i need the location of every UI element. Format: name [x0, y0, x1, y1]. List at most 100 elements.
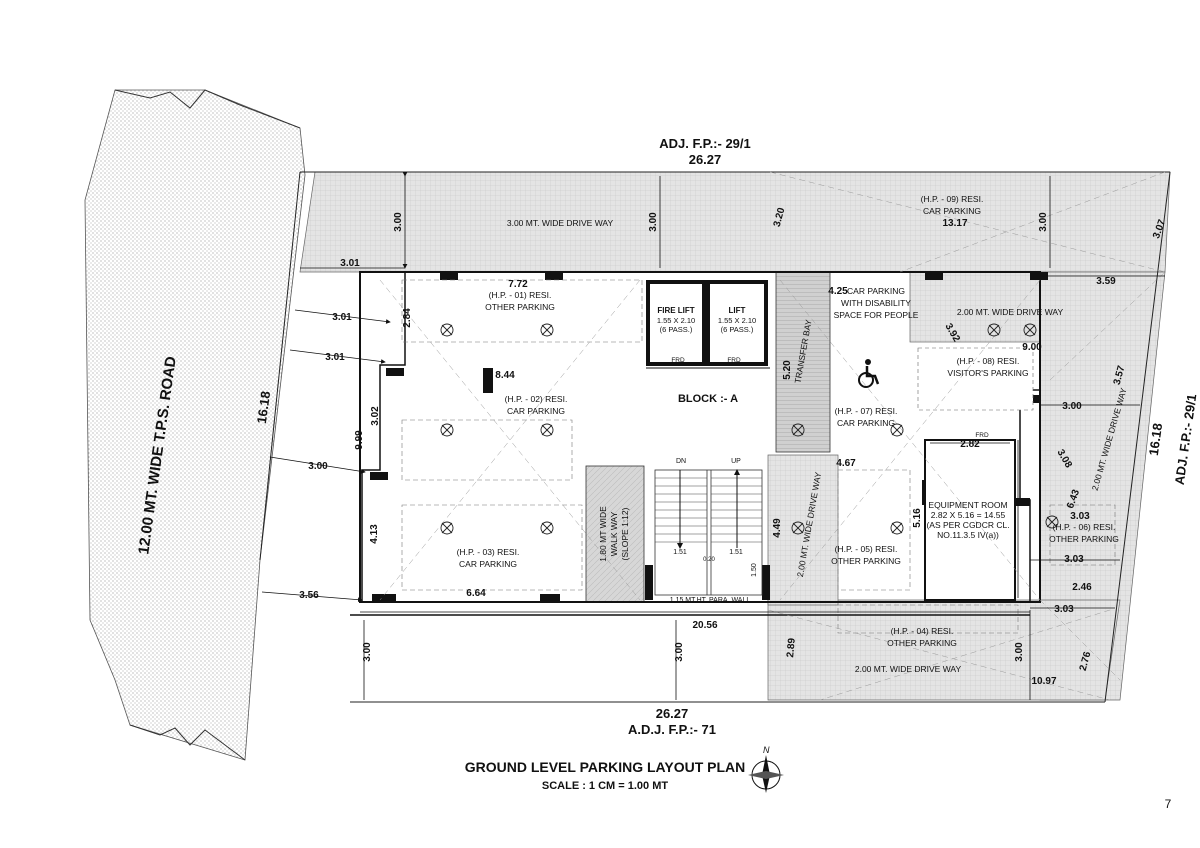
driveway-south-label: 2.00 MT. WIDE DRIVE WAY — [855, 664, 962, 674]
dim-3-00-c: 3.00 — [1038, 212, 1049, 232]
dim-9-99: 9.99 — [354, 430, 365, 450]
hp01-line1: (H.P. - 01) RESI. — [489, 290, 552, 300]
dim-5-20: 5.20 — [782, 360, 793, 380]
disability-line1: CAR PARKING — [847, 286, 905, 296]
column — [386, 368, 404, 376]
hp02-line1: (H.P. - 02) RESI. — [505, 394, 568, 404]
hp07-line1: (H.P. - 07) RESI. — [835, 406, 898, 416]
fire-lift-frd: FRD — [671, 357, 685, 364]
equipment-frd: FRD — [975, 432, 989, 439]
hp08-line2: VISITOR'S PARKING — [947, 368, 1028, 378]
transfer-bay-area — [775, 271, 831, 453]
column — [370, 472, 388, 480]
column — [645, 565, 653, 600]
dim-1-51-b: 1.51 — [729, 549, 743, 556]
adjacent-east: ADJ. F.P.:- 29/1 — [1172, 393, 1200, 486]
hp03-line2: CAR PARKING — [459, 559, 517, 569]
dim-3-03-a: 3.03 — [1070, 511, 1090, 522]
column — [372, 594, 396, 602]
column-marker-icon — [440, 521, 454, 535]
dim-line — [269, 456, 366, 474]
dim-3-57: 3.57 — [1112, 364, 1128, 386]
dim-2-46: 2.46 — [1072, 582, 1092, 593]
hp05-line2: OTHER PARKING — [831, 556, 901, 566]
middle-driveway-area — [767, 454, 839, 606]
left-depth-dimension: 16.18 — [254, 390, 273, 424]
stall-outline — [1049, 504, 1116, 566]
column-markers — [440, 323, 1059, 535]
lift-line3: (6 PASS.) — [721, 325, 754, 334]
dim-line — [261, 591, 363, 603]
stall-outline — [837, 469, 911, 591]
west-wall-stepped — [361, 272, 406, 602]
column-marker-icon — [890, 521, 904, 535]
fire-lift-shaft — [646, 280, 706, 366]
fire-lift-line1: FIRE LIFT — [657, 306, 694, 315]
dim-3-56: 3.56 — [299, 590, 319, 601]
dim-3-20: 3.20 — [772, 206, 788, 228]
dim-13-17: 13.17 — [942, 218, 967, 229]
hp08-box — [917, 347, 1034, 411]
hp08-line1: (H.P. - 08) RESI. — [957, 356, 1020, 366]
dim-3-00-e: 3.00 — [362, 642, 373, 662]
driveway-northeast-label: 2.00 MT. WIDE DRIVE WAY — [957, 307, 1064, 317]
walkway-line1: 1.80 MT WIDE — [598, 506, 608, 562]
north-arrow-icon: N — [748, 745, 784, 793]
equipment-line2: 2.82 X 5.16 = 14.55 — [931, 510, 1006, 520]
column — [540, 594, 560, 602]
column-marker-icon — [987, 323, 1001, 337]
lift-frd: FRD — [727, 357, 741, 364]
hp06-line2: OTHER PARKING — [1049, 534, 1119, 544]
left-boundary-line — [259, 171, 301, 561]
walkway-line2: WALK WAY — [609, 511, 619, 556]
right-depth-dimension: 16.18 — [1146, 422, 1165, 456]
column-marker-icon — [791, 521, 805, 535]
adjacent-north: ADJ. F.P.:- 29/1 — [659, 136, 751, 151]
hp04-line1: (H.P. - 04) RESI. — [891, 626, 954, 636]
hp06-line1: (H.P. - 06) RESI. — [1053, 522, 1116, 532]
column-marker-icon — [1023, 323, 1037, 337]
stall-outline — [401, 279, 643, 343]
diagonal-line — [1049, 271, 1166, 381]
dim-3-03-c: 3.03 — [1054, 604, 1074, 615]
construction-lines — [379, 171, 1166, 701]
para-wall-label: 1.15 MT.HT. PARA. WALL — [670, 597, 751, 604]
column-marker-icon — [540, 423, 554, 437]
page-number: 7 — [1165, 797, 1172, 811]
dim-3-03-b: 3.03 — [1064, 554, 1084, 565]
column-marker-icon — [540, 323, 554, 337]
column — [1030, 272, 1048, 280]
column — [545, 272, 563, 280]
dim-3-00-g: 3.00 — [1014, 642, 1025, 662]
hp01-line2: OTHER PARKING — [485, 302, 555, 312]
diagonal-line — [819, 609, 1111, 701]
drawing-title: GROUND LEVEL PARKING LAYOUT PLAN — [465, 759, 746, 775]
diagonal-line — [379, 279, 641, 601]
fire-lift-line2: 1.55 X 2.10 — [657, 316, 695, 325]
hp04-line2: OTHER PARKING — [887, 638, 957, 648]
bottom-width-dimension: 26.27 — [656, 706, 689, 721]
column-marker-icon — [540, 521, 554, 535]
diagonal-line — [379, 279, 641, 601]
equipment-room — [924, 439, 1016, 601]
diagonal-line — [769, 171, 1166, 273]
dim-2-82: 2.82 — [960, 439, 980, 450]
fire-lift-line3: (6 PASS.) — [660, 325, 693, 334]
equipment-line1: EQUIPMENT ROOM — [928, 500, 1007, 510]
block-label: BLOCK :- A — [678, 393, 738, 405]
column — [762, 565, 770, 600]
dim-20-56: 20.56 — [692, 620, 717, 631]
diagonal-line — [779, 279, 1041, 601]
dim-3-00-b: 3.00 — [648, 212, 659, 232]
hp09-line1: (H.P. - 09) RESI. — [921, 194, 984, 204]
hp02-line2: CAR PARKING — [507, 406, 565, 416]
column — [925, 272, 943, 280]
dim-2-89: 2.89 — [785, 637, 798, 658]
diagonal-line — [767, 609, 1111, 701]
equipment-line3: (AS PER CGDCR CL. — [926, 520, 1009, 530]
dim-3-01-c: 3.01 — [325, 352, 345, 363]
drawing-scale: SCALE : 1 CM = 1.00 MT — [542, 780, 669, 792]
equipment-line4: NO.11.3.5 IV(a)) — [937, 530, 999, 540]
parking-stall-outlines — [401, 279, 1116, 634]
dim-3-00-h: 3.00 — [1062, 401, 1082, 412]
